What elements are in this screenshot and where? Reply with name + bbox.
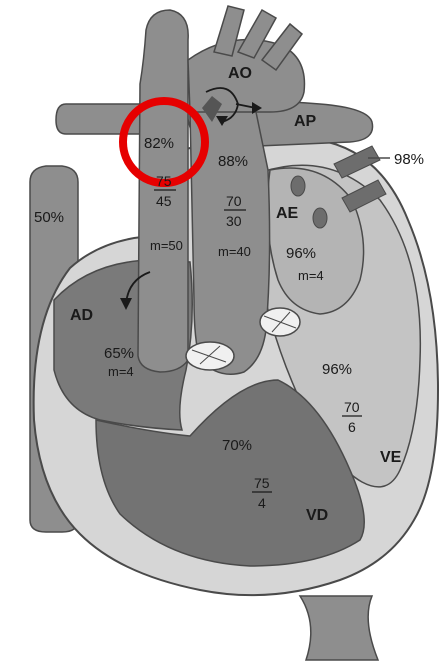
- pressure-asc-mean: m=50: [150, 238, 183, 253]
- pulmonary-vein-oval-2: [313, 208, 327, 228]
- sat-highlighted: 82%: [144, 135, 174, 152]
- inferior-vena-cava: [300, 596, 378, 660]
- sat-right-atrium: 65%: [104, 345, 134, 362]
- label-left-atrium: AE: [276, 205, 299, 222]
- pressure-lv-dia: 6: [348, 419, 356, 435]
- label-left-ventricle: VE: [380, 449, 402, 466]
- label-right-ventricle: VD: [306, 507, 328, 524]
- sat-left-ventricle: 96%: [322, 361, 352, 378]
- label-pulmonary-artery: AP: [294, 113, 317, 130]
- pressure-pa-mean: m=40: [218, 244, 251, 259]
- pressure-pa-dia: 30: [226, 213, 242, 229]
- pressure-ra-mean: m=4: [108, 364, 134, 379]
- pressure-asc-dia: 45: [156, 193, 172, 209]
- ascending-aorta: [138, 10, 188, 372]
- sat-right-ventricle: 70%: [222, 437, 252, 454]
- sat-left-atrium: 96%: [286, 245, 316, 262]
- sat-left-vessel: 50%: [34, 209, 64, 226]
- mitral-valve: [260, 308, 300, 336]
- pressure-rv-dia: 4: [258, 495, 266, 511]
- label-aorta: AO: [228, 65, 252, 82]
- tricuspid-valve: [186, 342, 234, 370]
- sat-pulmonary-veins: 98%: [394, 151, 424, 168]
- pressure-rv-sys: 75: [254, 475, 270, 491]
- sat-aorta: 88%: [218, 153, 248, 170]
- pressure-asc-sys: 75: [156, 173, 172, 189]
- pressure-lv-sys: 70: [344, 399, 360, 415]
- pressure-pa-sys: 70: [226, 193, 242, 209]
- pressure-la-mean: m=4: [298, 268, 324, 283]
- label-right-atrium: AD: [70, 307, 93, 324]
- pulmonary-vein-oval-1: [291, 176, 305, 196]
